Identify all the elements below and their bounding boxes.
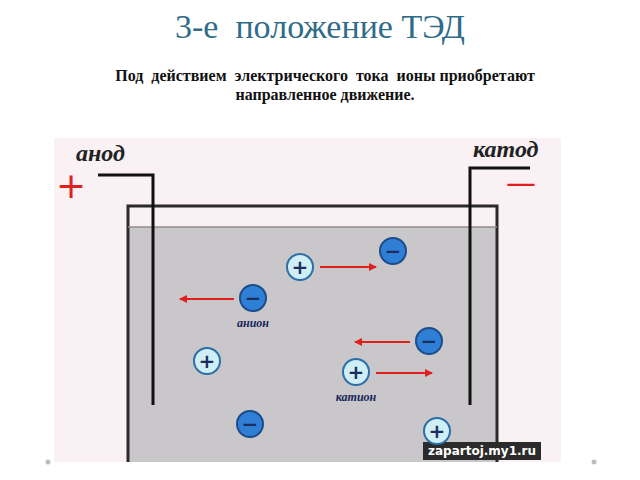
cathode-electrode	[470, 168, 530, 405]
charge-sign: +	[344, 360, 368, 384]
anode-electrode	[98, 175, 153, 405]
polarity-sign: +	[56, 168, 86, 204]
motion-arrow	[320, 266, 376, 268]
slide-dot	[46, 460, 51, 465]
charge-sign: +	[425, 419, 449, 443]
anion-ion: −	[236, 410, 264, 438]
motion-arrow	[376, 372, 432, 374]
ion-label: катион	[336, 390, 376, 405]
charge-sign: +	[195, 349, 219, 373]
polarity-sign: —	[506, 168, 536, 198]
electrolyte	[128, 227, 497, 462]
electrode-name: катод	[473, 136, 539, 163]
cation-ion: +катион	[342, 358, 370, 386]
electrode-name: анод	[76, 140, 125, 167]
cation-ion: +	[193, 347, 221, 375]
watermark: zapartoj.my1.ru	[428, 444, 536, 458]
vessel	[128, 206, 497, 462]
motion-arrow	[355, 341, 410, 343]
anion-ion: −	[379, 237, 407, 265]
slide-title: 3-е положение ТЭД	[0, 8, 640, 46]
anion-ion: −	[415, 327, 443, 355]
liquid-surface	[128, 226, 497, 228]
cation-ion: +	[423, 417, 451, 445]
charge-sign: +	[288, 255, 312, 279]
charge-sign: −	[381, 239, 405, 263]
slide-subtitle: Под действием электрического тока ионы п…	[95, 66, 555, 104]
motion-arrow	[180, 298, 234, 300]
charge-sign: −	[241, 286, 265, 310]
picture-ground	[54, 138, 561, 462]
slide-dot	[592, 460, 597, 465]
anion-ion: −анион	[239, 284, 267, 312]
watermark-band	[423, 442, 541, 460]
cation-ion: +	[286, 253, 314, 281]
charge-sign: −	[417, 329, 441, 353]
charge-sign: −	[238, 412, 262, 436]
ion-label: анион	[237, 316, 269, 331]
